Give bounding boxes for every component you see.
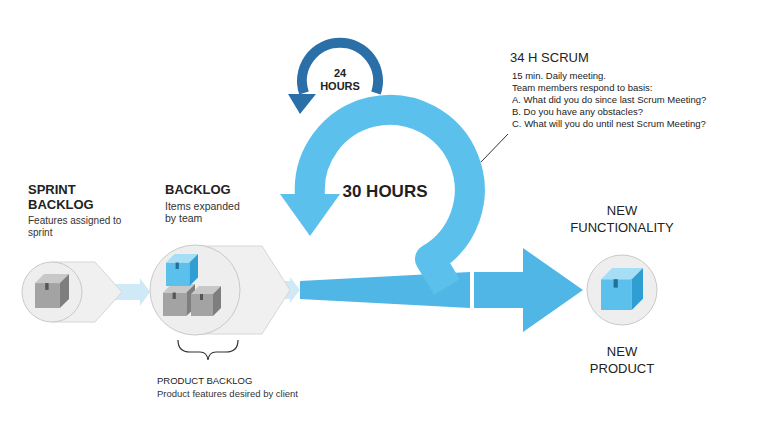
note-label: 34 H SCRUM (510, 50, 710, 65)
blue-box (601, 268, 643, 310)
note-label: Product features desired by client (157, 388, 377, 400)
brace (178, 340, 238, 360)
grey-box (191, 286, 221, 316)
item-circle (22, 262, 82, 322)
node-heading: 30 HOURS (300, 182, 470, 202)
note-label: 24 HOURS (314, 67, 366, 93)
process-node: SPRINT BACKLOG Features assigned to sprin… (18, 178, 128, 328)
note-label: PRODUCT BACKLOG (157, 375, 357, 387)
node-outline (587, 255, 657, 325)
grey-box (163, 284, 195, 316)
small-loop-arrowhead (288, 94, 316, 114)
process-node: 30 HOURS (300, 100, 470, 290)
grey-box (35, 274, 69, 308)
node-text: Features assigned to sprint (28, 215, 128, 238)
note-label: C. What will you do until nest Scrum Mee… (512, 118, 752, 130)
node-outline (150, 245, 240, 335)
process-node: NEW FUNCTIONALITY NEW PRODUCT (557, 200, 687, 381)
small-loop-arc (302, 43, 378, 93)
flow-arrow (474, 248, 583, 332)
node-heading: NEW FUNCTIONALITY (557, 202, 687, 236)
node-text: Items expanded by team (165, 200, 247, 224)
node-outline (22, 262, 82, 322)
note-label: B. Do you have any obstacles? (512, 106, 752, 118)
leader-line (481, 134, 508, 162)
blue-box (166, 254, 198, 286)
loop-arrowhead (280, 194, 340, 236)
node-heading: BACKLOG (165, 182, 265, 197)
item-circle (587, 255, 657, 325)
note-label: Team members respond to basis: (512, 82, 752, 94)
process-node: BACKLOG Items expanded by team (150, 178, 270, 338)
note-label: 15 min. Daily meeting. (512, 70, 752, 82)
node-heading: SPRINT BACKLOG (28, 182, 108, 212)
item-circle (150, 245, 240, 335)
node-text: NEW PRODUCT (582, 343, 662, 377)
note-label: A. What did you do since last Scrum Meet… (512, 94, 752, 106)
